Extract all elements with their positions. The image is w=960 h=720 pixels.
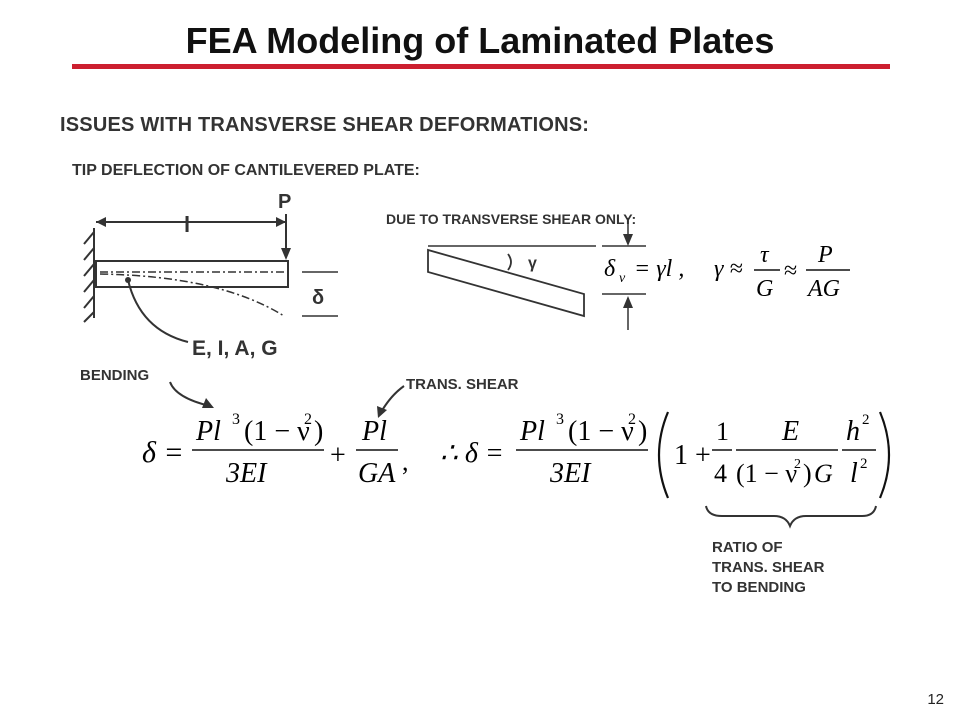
pl-cubed-base-2: Pl [519, 416, 545, 447]
delta-v-symbol: δ [604, 256, 616, 282]
property-leader [127, 279, 189, 343]
load-label: P [278, 191, 291, 213]
one-minus-nu: (1 − ν [244, 416, 310, 447]
pl-cubed-base: Pl [195, 416, 221, 447]
big-left-paren [657, 411, 670, 499]
cube-exponent: 3 [232, 411, 240, 428]
close-paren-2: ) [638, 416, 647, 447]
approx-symbol: ≈ [784, 258, 797, 284]
h-exponent: 2 [862, 412, 870, 428]
one-minus-nu-3: (1 − ν [736, 459, 797, 488]
deflected-shape [99, 273, 285, 317]
properties-label: E, I, A, G [192, 337, 278, 360]
pl-numerator: Pl [361, 416, 387, 447]
three-ei: 3EI [225, 458, 268, 489]
deflection-label: δ [312, 287, 324, 309]
ratio-line-1: RATIO OF [712, 539, 783, 556]
deflection-dimension [302, 271, 338, 317]
page-number: 12 [927, 691, 944, 708]
equation-comma: , [402, 447, 409, 476]
ratio-line-3: TO BENDING [712, 579, 806, 596]
big-right-paren [878, 411, 891, 499]
wall-support [83, 228, 95, 323]
therefore-delta: ∴ δ = [440, 438, 504, 469]
l-denominator: l [850, 458, 858, 489]
tau-numerator: τ [760, 242, 770, 268]
g-denominator-2: G [814, 459, 833, 488]
shear-deflection-dimension [602, 218, 646, 330]
h-numerator: h [846, 416, 860, 447]
gamma-arc [507, 253, 512, 271]
e-numerator: E [781, 416, 799, 447]
load-arrow [281, 214, 291, 260]
nu-exponent: 2 [304, 411, 312, 428]
length-dimension [96, 217, 286, 227]
shear-only-label: DUE TO TRANSVERSE SHEAR ONLY: [386, 211, 636, 227]
delta-v-subscript: v [619, 271, 626, 286]
bending-arrow [169, 381, 211, 407]
four-denominator: 4 [714, 459, 727, 488]
g-denominator: G [756, 276, 773, 302]
ag-denominator: AG [806, 276, 840, 302]
issues-heading: ISSUES WITH TRANSVERSE SHEAR DEFORMATION… [60, 114, 590, 136]
close-paren: ) [314, 416, 323, 447]
l-exponent: 2 [860, 456, 868, 472]
gamma-approx-lhs: γ ≈ [714, 256, 743, 282]
title-underline [72, 64, 890, 69]
ratio-line-2: TRANS. SHEAR [712, 559, 825, 576]
delta-equals: δ = [142, 436, 184, 469]
three-ei-2: 3EI [549, 458, 592, 489]
trans-shear-label: TRANS. SHEAR [406, 376, 519, 393]
beam [95, 260, 289, 288]
one-plus: 1 + [674, 440, 711, 471]
plus-sign: + [330, 440, 346, 471]
ratio-underbrace [705, 505, 877, 529]
length-label: l [184, 212, 190, 237]
ga-denominator: GA [358, 458, 396, 489]
trans-shear-arrowhead [377, 406, 387, 418]
tip-deflection-heading: TIP DEFLECTION OF CANTILEVERED PLATE: [72, 162, 420, 179]
delta-v-rhs: = γl , [634, 256, 684, 282]
sheared-beam [427, 248, 585, 318]
cube-exponent-2: 3 [556, 411, 564, 428]
close-paren-3: ) [803, 459, 812, 488]
slide-title: FEA Modeling of Laminated Plates [185, 20, 775, 61]
one-minus-nu-2: (1 − ν [568, 416, 634, 447]
p-numerator: P [817, 242, 833, 268]
nu-exponent-3: 2 [794, 457, 801, 472]
gamma-label: γ [528, 255, 537, 272]
bending-label: BENDING [80, 367, 149, 384]
nu-exponent-2: 2 [628, 411, 636, 428]
bending-arrowhead [202, 398, 214, 408]
one-numerator: 1 [716, 417, 729, 446]
